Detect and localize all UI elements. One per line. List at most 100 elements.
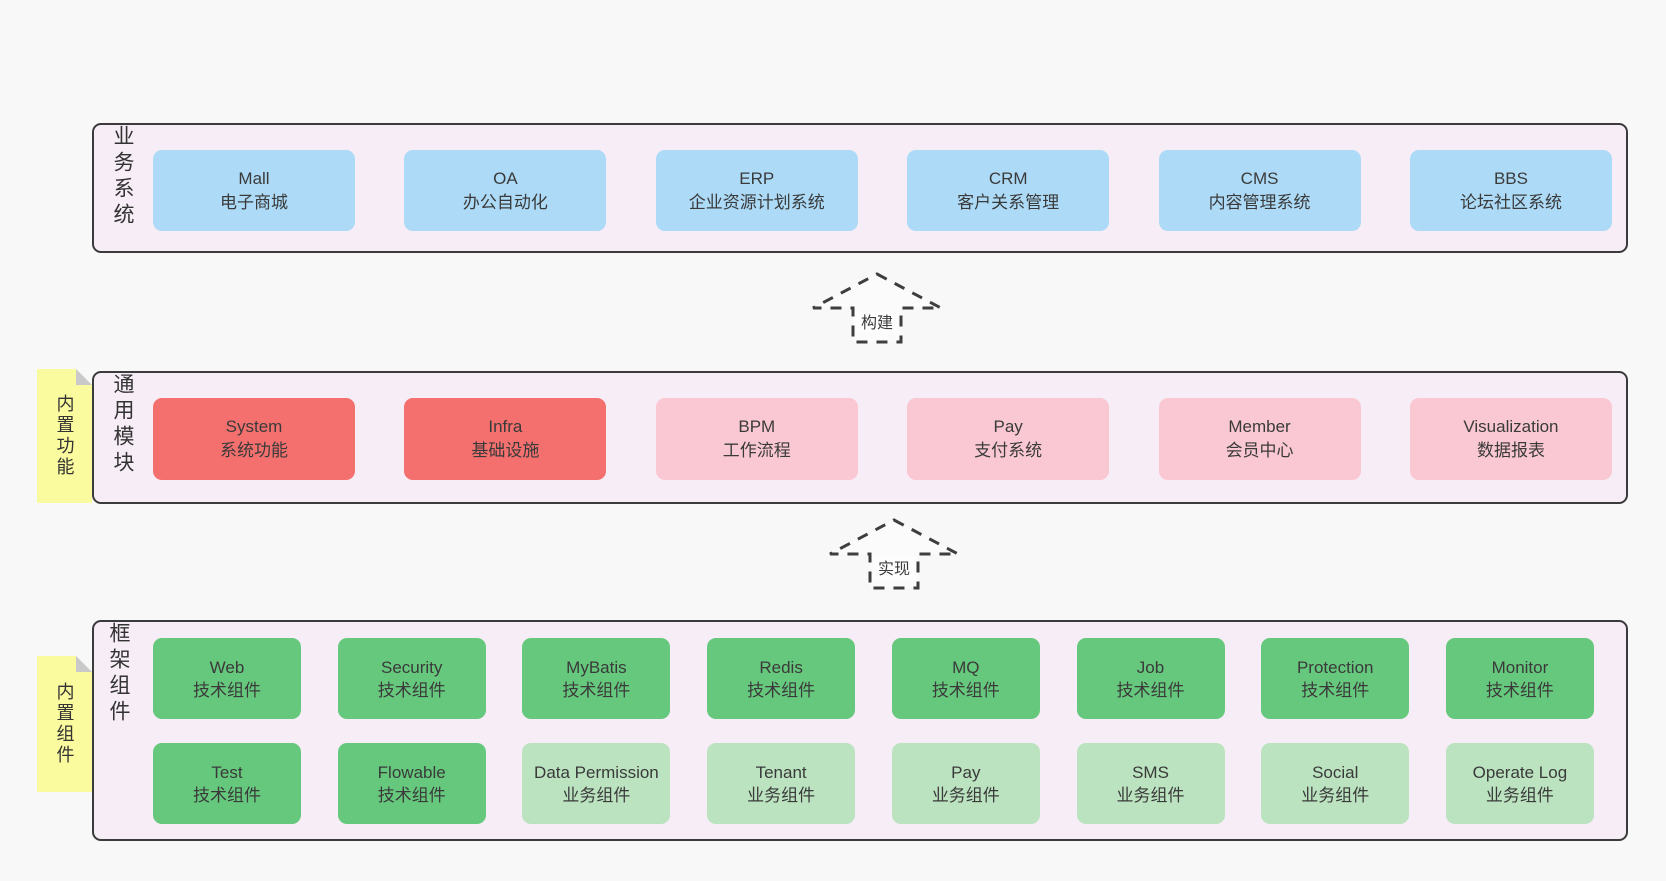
box-title: Visualization: [1463, 417, 1559, 436]
box-bbs: BBS 论坛社区系统: [1409, 150, 1612, 231]
sticky-note-label: 内置组件: [54, 682, 75, 766]
box-mq: MQ 技术组件: [891, 638, 1040, 719]
box-title: Security: [380, 657, 443, 677]
band-label-business-systems: 业务系统: [111, 125, 134, 229]
box-social: Social 业务组件: [1261, 743, 1410, 824]
box-title: CMS: [1240, 168, 1279, 188]
box-subtitle: 会员中心: [1225, 441, 1294, 460]
box-mybatis: MyBatis 技术组件: [522, 638, 671, 719]
box-infra: Infra 基础设施: [404, 398, 607, 480]
box-crm: CRM 客户关系管理: [907, 150, 1110, 231]
box-title: System: [225, 417, 283, 436]
box-system: System 系统功能: [153, 398, 355, 480]
box-cms: CMS 内容管理系统: [1158, 150, 1361, 231]
box-subtitle: 技术组件: [193, 785, 261, 805]
box-title: Pay: [993, 417, 1023, 436]
box-title: SMS: [1132, 762, 1169, 782]
arrow-label: 实现: [878, 560, 910, 578]
sticky-note-builtin-components: 内置组件: [37, 656, 92, 792]
sticky-fold-corner-icon: [76, 656, 92, 672]
arrow-build-shape: [812, 272, 942, 344]
box-subtitle: 业务组件: [931, 785, 1000, 805]
box-title: Web: [209, 657, 245, 677]
box-title: Pay: [951, 762, 981, 782]
arrow-implement-shape: [829, 518, 959, 590]
box-title: ERP: [739, 168, 775, 188]
box-title: Test: [211, 762, 243, 782]
arrow-label: 构建: [861, 314, 893, 332]
band-business-systems: 业务系统 Mall 电子商城 OA 办公自动化 ERP 企业资源计划系统 CRM 客户关系管理…: [92, 123, 1628, 253]
arrow-label-bg: [873, 557, 915, 579]
box-subtitle: 内容管理系统: [1208, 192, 1311, 212]
box-web: Web 技术组件: [153, 638, 301, 719]
box-subtitle: 支付系统: [974, 441, 1043, 460]
box-sms: SMS 业务组件: [1076, 743, 1225, 824]
box-subtitle: 业务组件: [1301, 785, 1370, 805]
box-subtitle: 业务组件: [562, 785, 631, 805]
box-job: Job 技术组件: [1076, 638, 1225, 719]
box-subtitle: 工作流程: [722, 441, 791, 460]
box-subtitle: 技术组件: [931, 680, 1000, 700]
box-pay: Pay 支付系统: [907, 398, 1110, 480]
box-data-permission: Data Permission 业务组件: [522, 743, 671, 824]
box-subtitle: 技术组件: [193, 680, 261, 700]
box-title: Infra: [488, 417, 523, 436]
band-label-framework-components: 框架组件: [107, 622, 130, 726]
box-title: OA: [493, 168, 518, 188]
box-subtitle: 客户关系管理: [957, 192, 1060, 212]
box-title: Data Permission: [534, 762, 659, 782]
box-title: MQ: [952, 657, 980, 677]
box-subtitle: 电子商城: [220, 192, 288, 212]
box-subtitle: 技术组件: [1116, 680, 1185, 700]
box-subtitle: 办公自动化: [462, 192, 548, 212]
box-subtitle: 技术组件: [747, 680, 816, 700]
box-erp: ERP 企业资源计划系统: [655, 150, 858, 231]
box-subtitle: 业务组件: [1485, 785, 1554, 805]
arrow-label-bg: [856, 311, 898, 333]
box-subtitle: 基础设施: [471, 441, 540, 460]
sticky-note-builtin-features: 内置功能: [37, 369, 92, 503]
box-title: Flowable: [377, 762, 446, 782]
box-member: Member 会员中心: [1158, 398, 1361, 480]
box-test: Test 技术组件: [153, 743, 301, 824]
box-subtitle: 技术组件: [1301, 680, 1370, 700]
arrow-implement: 实现: [829, 518, 959, 590]
box-title: Job: [1136, 657, 1165, 677]
box-title: Tenant: [755, 762, 807, 782]
box-visualization: Visualization 数据报表: [1409, 398, 1612, 480]
box-subtitle: 业务组件: [1116, 785, 1185, 805]
box-subtitle: 业务组件: [747, 785, 816, 805]
box-subtitle: 系统功能: [220, 441, 288, 460]
box-subtitle: 技术组件: [562, 680, 631, 700]
box-subtitle: 论坛社区系统: [1459, 192, 1562, 212]
box-protection: Protection 技术组件: [1261, 638, 1410, 719]
box-mall: Mall 电子商城: [153, 150, 355, 231]
box-subtitle: 数据报表: [1476, 441, 1545, 460]
sticky-fold-corner-icon: [76, 369, 92, 385]
box-subtitle: 企业资源计划系统: [688, 192, 825, 212]
box-oa: OA 办公自动化: [404, 150, 607, 231]
box-title: MyBatis: [566, 657, 627, 677]
band-label-common-modules: 通用模块: [111, 373, 134, 477]
box-title: CRM: [988, 168, 1028, 188]
box-title: Protection: [1296, 657, 1374, 677]
arrow-build: 构建: [812, 272, 942, 344]
box-title: BBS: [1493, 168, 1528, 188]
box-pay: Pay 业务组件: [891, 743, 1040, 824]
box-title: Social: [1312, 762, 1359, 782]
box-row: Mall 电子商城 OA 办公自动化 ERP 企业资源计划系统 CRM 客户关系管理 CMS 内容…: [153, 150, 1612, 231]
box-title: Member: [1228, 417, 1291, 436]
box-title: Redis: [759, 657, 803, 677]
box-title: Mall: [238, 168, 270, 188]
